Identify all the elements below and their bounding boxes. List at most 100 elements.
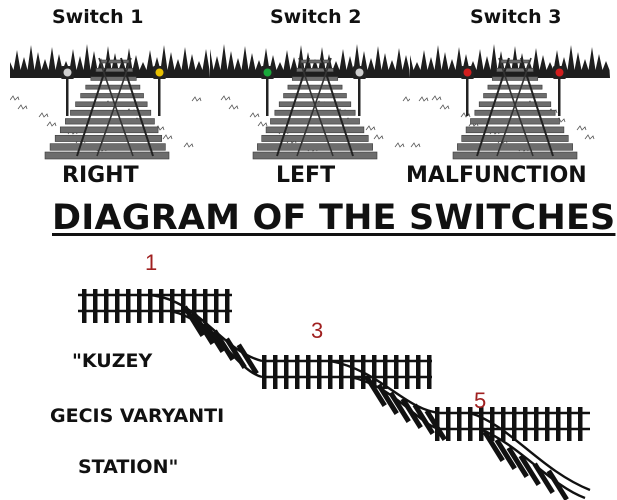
sleeper [491, 76, 539, 81]
grass-tuft [46, 121, 57, 127]
signal-lamp [555, 68, 564, 77]
sleeper [85, 84, 141, 90]
sleeper [287, 84, 343, 90]
sleeper [300, 59, 330, 64]
sleeper [261, 134, 369, 142]
rail [496, 57, 532, 157]
switch-3-scene [410, 44, 610, 160]
track-tie [532, 462, 555, 494]
signal-post [358, 78, 361, 116]
sleeper [496, 68, 534, 73]
track-tie [328, 355, 333, 389]
track-ties [82, 289, 583, 500]
signal-lamp [155, 68, 164, 77]
grass-tuft [410, 142, 421, 148]
grass-tuft [10, 95, 20, 101]
grass-tuft [373, 134, 384, 140]
switch-number-5: 5 [474, 388, 486, 413]
switch-1-scene [10, 44, 210, 160]
track-tie [457, 407, 462, 441]
switch-3-state-label: MALFUNCTION [406, 163, 587, 188]
track-rail [149, 293, 263, 363]
track-tie [126, 289, 131, 323]
rail [498, 57, 534, 157]
signal-lamp [463, 68, 472, 77]
track-tie [93, 289, 98, 323]
sleeper [90, 76, 137, 81]
track-rails [78, 293, 591, 500]
diagram-title: DIAGRAM OF THE SWITCHES [52, 198, 616, 238]
track-tie [159, 289, 164, 323]
track-rail [469, 411, 591, 492]
signal-post [558, 78, 561, 116]
sleeper [483, 93, 547, 99]
track-tie [416, 355, 421, 389]
track-tie [284, 355, 289, 389]
switch-2-state-label: LEFT [276, 163, 336, 188]
track-tie [523, 407, 528, 441]
grass-tuft [394, 142, 405, 148]
station-name-line-1: "KUZEY [72, 350, 153, 372]
track-tie [137, 289, 142, 323]
signal-post [66, 78, 69, 116]
track-tie [567, 407, 572, 441]
sleeper [49, 143, 166, 151]
track-tie [405, 355, 410, 389]
track-tie [578, 407, 583, 441]
grass-tuft [191, 96, 202, 102]
track-rail [329, 359, 441, 415]
sleeper [474, 109, 556, 116]
sleeper [252, 151, 378, 160]
grass-tuft [249, 112, 260, 118]
sleeper [257, 143, 373, 151]
track-tie [273, 355, 278, 389]
track-tie [383, 355, 388, 389]
track-tie [534, 407, 539, 441]
grass-tuft [418, 96, 429, 102]
rail [98, 57, 134, 157]
grass-tuft [220, 95, 231, 101]
track-tie [545, 407, 550, 441]
track-tie [427, 355, 432, 389]
track-switch-diagram: 1 3 5 [78, 250, 591, 500]
sleeper [44, 151, 170, 160]
sleeper [296, 68, 334, 73]
switch-2-scene [210, 44, 410, 160]
grass-tuft [460, 112, 471, 118]
track-tie [170, 289, 175, 323]
signal-lamp [263, 68, 272, 77]
track-tie [412, 403, 435, 435]
sleeper [452, 151, 578, 160]
track-tie [82, 289, 87, 323]
sleeper [59, 126, 159, 134]
sleeper [461, 134, 569, 142]
track-tie [482, 430, 505, 462]
track-tie [388, 391, 411, 423]
sleeper [265, 126, 365, 134]
grass-tuft [576, 125, 587, 131]
sleeper [457, 143, 573, 151]
track-rail [169, 309, 263, 379]
sleeper [270, 118, 360, 125]
grass-tuft [365, 125, 376, 131]
switch-3-title: Switch 3 [470, 6, 562, 28]
track-tie [115, 289, 120, 323]
sleeper [470, 118, 560, 125]
switch-1-state-label: RIGHT [62, 163, 139, 188]
switch-number-1: 1 [145, 250, 157, 275]
signal-lamp [63, 68, 72, 77]
switch-2-title: Switch 2 [270, 6, 362, 28]
station-name-line-2: GECIS VARYANTI [50, 405, 225, 427]
track-tie [372, 355, 377, 389]
grass-tuft [402, 96, 410, 102]
track-tie [192, 289, 197, 323]
track-tie [424, 409, 447, 441]
sleeper [291, 76, 339, 81]
signal-post [266, 78, 269, 116]
track-tie [446, 407, 451, 441]
grass-tuft [162, 134, 173, 140]
switch-number-3: 3 [311, 318, 323, 343]
track-tie [262, 355, 267, 389]
grass-tuft [584, 134, 595, 140]
grass-tuft [439, 104, 450, 110]
